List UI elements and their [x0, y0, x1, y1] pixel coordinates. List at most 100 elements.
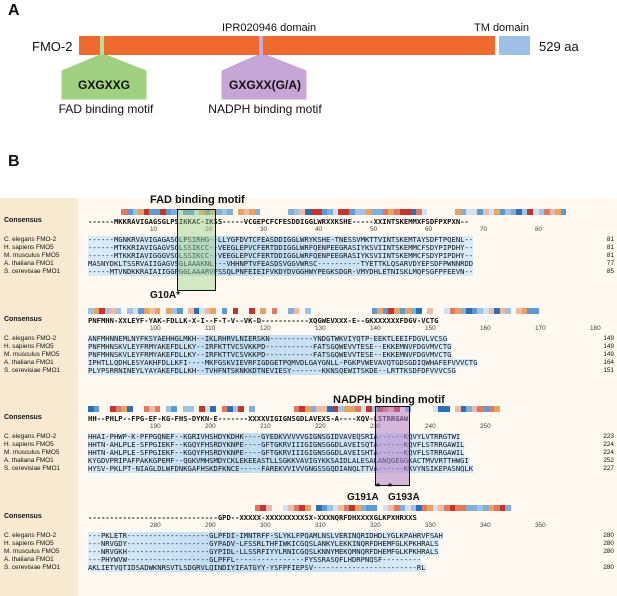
conservation-strip	[88, 406, 588, 412]
mutation-g10a: G10A*	[150, 290, 181, 301]
ruler-tick-label: 250	[480, 423, 491, 430]
ruler-tick-label: 110	[205, 325, 216, 332]
ruler-tick-label: 20	[205, 226, 213, 233]
ruler-tick-label: 100	[150, 325, 161, 332]
ruler-tick-label: 50	[370, 226, 378, 233]
species-name: M. musculus FMO5	[4, 548, 60, 555]
sequence-end-number: 280	[603, 540, 614, 547]
aligned-sequence: HHTN-AHLPLE-SFPGIEKF--KGQYFHSRDYKNPE----…	[88, 440, 465, 449]
species-name: A. thaliana FMO1	[4, 359, 54, 366]
ruler-tick-label: 220	[315, 423, 326, 430]
sequence-end-number: 280	[603, 548, 614, 555]
mutation-star-1: *	[376, 482, 380, 493]
species-name: C. elegans FMO-2	[4, 236, 57, 243]
species-name: C. elegans FMO-2	[4, 433, 57, 440]
fad-motif-box	[177, 209, 216, 291]
consensus-label: Consensus	[4, 513, 42, 520]
species-name: C. elegans FMO-2	[4, 335, 57, 342]
species-name: H. sapiens FMO5	[4, 343, 54, 350]
ruler-tick-label: 140	[370, 325, 381, 332]
fad-site-marker	[100, 36, 104, 55]
ruler-tick-label: 130	[315, 325, 326, 332]
consensus-label: Consensus	[4, 414, 42, 421]
ruler-tick-label: 160	[480, 325, 491, 332]
species-name: H. sapiens FMO5	[4, 244, 54, 251]
protein-name: FMO-2	[32, 39, 73, 54]
ruler-tick-label: 180	[590, 325, 601, 332]
sequence-end-number: 81	[606, 252, 614, 259]
tm-domain-bar	[499, 36, 530, 55]
sequence-end-number: 223	[603, 433, 614, 440]
ruler-tick-label: 80	[535, 226, 543, 233]
ruler-tick-label: 70	[480, 226, 488, 233]
aligned-sequence: ------MTKKRIAVIGGGVSGLSSIKCC--VEEGLEPVCF…	[88, 251, 474, 260]
species-name: S. cerevisiae FMO1	[4, 564, 61, 571]
sequence-end-number: 85	[606, 268, 614, 275]
aligned-sequence: PNFMHNSKVLEYFRMYAKEFDLLKY--IRFKTTVCSVKKP…	[88, 342, 452, 351]
nadph-motif-caption: NADPH binding motif	[208, 102, 322, 116]
aligned-sequence: ---PHYWVW-------------------GLPFFL------…	[88, 555, 422, 564]
ruler-tick-label: 150	[425, 325, 436, 332]
aligned-sequence: HHTN-AHLPLE-SFPGIEKF--KGQYFHSRDYKNPE----…	[88, 448, 465, 457]
sequence-end-number: 81	[606, 236, 614, 243]
domain-label: IPR020946 domain	[222, 22, 317, 34]
protein-length: 529 aa	[539, 39, 579, 54]
species-name: S. cerevisiae FMO1	[4, 367, 61, 374]
ruler-tick-label: 340	[480, 522, 491, 529]
aligned-sequence: ---NRVGDY-------------------GYPADV-LFSSR…	[88, 539, 439, 548]
nadph-motif-box	[375, 406, 410, 486]
species-name: C. elegans FMO-2	[4, 532, 57, 539]
sequence-end-number: 252	[603, 457, 614, 464]
ruler-tick-label: 40	[315, 226, 323, 233]
ruler-tick-label: 240	[425, 423, 436, 430]
ruler-tick-label: 320	[370, 522, 381, 529]
protein-bar	[79, 36, 495, 55]
ruler-tick-label: 200	[205, 423, 216, 430]
consensus-sequence: ------MKKRAVIGAGSGLPSIKKAC-IKSS-----VCGE…	[88, 217, 469, 226]
conservation-strip	[88, 505, 588, 511]
aligned-sequence: PLYPSRRNINEYLYAYAKEFDLLKH--TVHFNTSKNKKDT…	[88, 366, 456, 375]
aligned-sequence: IPHTLLQDHLESYAKHFDLLKFI----MKFGSKVIEVRFI…	[88, 358, 478, 367]
fad-motif-text: GXGXXG	[77, 78, 130, 92]
aligned-sequence: HHAI-PHWP-K-PFPGQNEF--KGRIVHSHDYKDHK----…	[88, 432, 461, 441]
ruler-tick-label: 330	[425, 522, 436, 529]
aligned-sequence: -----MTVNDKKRAIAIIGGPGGLAAARVFSSQLPNFEIE…	[88, 267, 474, 276]
aligned-sequence: MASNYDKLTSSRVAIIGAGVSGLAAAKNL---VHHNPTVF…	[88, 259, 474, 268]
ruler-tick-label: 10	[150, 226, 158, 233]
sequence-end-number: 164	[603, 359, 614, 366]
consensus-label: Consensus	[4, 316, 42, 323]
sequence-end-number: 224	[603, 449, 614, 456]
sequence-end-number: 280	[603, 564, 614, 571]
species-name: S. cerevisiae FMO1	[4, 268, 61, 275]
ruler-tick-label: 280	[150, 522, 161, 529]
species-name: M. musculus FMO5	[4, 449, 60, 456]
species-name: M. musculus FMO5	[4, 351, 60, 358]
conservation-strip	[88, 308, 588, 314]
aligned-sequence: AKLIETVQTIDSADWKNRSVTLSDGRVLQINDIYIFATGY…	[88, 563, 426, 572]
nadph-motif-shape	[221, 55, 307, 100]
aligned-sequence: PNFMHNSKVLEYFRMYAKEFDLLKY--IRFKTTVCSVKKP…	[88, 350, 452, 359]
consensus-sequence: HH--PHLP--FPG-EF-KG-FHS-DYKN-E-------XXX…	[88, 414, 409, 423]
consensus-label: Consensus	[4, 217, 42, 224]
ruler-tick-label: 310	[315, 522, 326, 529]
conservation-strip	[88, 209, 588, 215]
aligned-sequence: ANFMHNNEMLNYFKSYAEHHGLMKH--IKLRHRVLNIERS…	[88, 334, 448, 343]
fad-motif-title: FAD binding motif	[150, 194, 245, 206]
ruler-tick-label: 120	[260, 325, 271, 332]
ruler-tick-label: 290	[205, 522, 216, 529]
sequence-end-number: 149	[603, 343, 614, 350]
nadph-site-marker	[259, 36, 263, 55]
species-name: S. cerevisiae FMO1	[4, 465, 61, 472]
aligned-sequence: ---NRVGKH-------------------GYPIDL-LLSSR…	[88, 547, 439, 556]
aligned-sequence: HYSV-PKLPT-NIAGLDLWFDNKGAFHSKDFKNCE-----…	[88, 464, 474, 473]
mutation-g193a: G193A	[388, 492, 420, 503]
species-name: H. sapiens FMO5	[4, 540, 54, 547]
species-name: M. musculus FMO5	[4, 252, 60, 259]
nadph-motif-text: GXGXX(G/A)	[228, 78, 301, 92]
nadph-motif-title: NADPH binding motif	[333, 394, 445, 406]
consensus-sequence: ------------------------------GPD--XXXXX…	[88, 513, 417, 522]
consensus-sequence: PNFMHN-XXLEYF-YAK-FDLLK-X-I--F-T-V--VK-D…	[88, 316, 439, 325]
sequence-end-number: 224	[603, 441, 614, 448]
aligned-sequence: ------MTKKRIAVIGAGVSGLSSIKCC--VEEGLEPVCF…	[88, 243, 474, 252]
sequence-end-number: 149	[603, 351, 614, 358]
